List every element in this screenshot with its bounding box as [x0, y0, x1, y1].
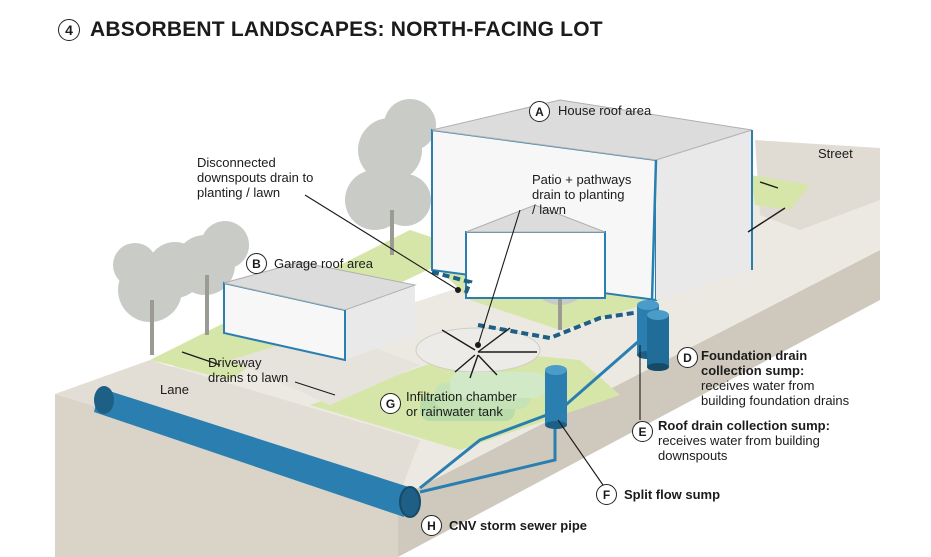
label-roof-drain-sump-line1: Roof drain collection sump:: [658, 418, 830, 433]
label-house-roof: House roof area: [558, 103, 652, 118]
arrow-icon: [181, 181, 786, 379]
label-foundation-sump-line1: Foundation drain: [701, 348, 808, 363]
label-foundation-sump-line2: collection sump:: [701, 363, 805, 378]
label-infiltration: Infiltration chamber or rainwater tank: [406, 389, 517, 419]
label-split-flow: Split flow sump: [624, 487, 721, 502]
patio-drain-dashes: [477, 310, 641, 341]
ground-right-face: [398, 250, 880, 557]
tree-icon: [345, 99, 436, 255]
badge-e: E: [632, 421, 653, 442]
label-foundation-sump: Foundation drain collection sump: receiv…: [701, 348, 849, 408]
callout-driveway: Driveway drains to lawn: [208, 355, 288, 385]
tree-icon: [175, 221, 249, 335]
storm-sewer-pipe: [94, 386, 421, 518]
badge-g: G: [380, 393, 401, 414]
callout-downspouts: Disconnected downspouts drain to plantin…: [197, 155, 313, 200]
callout-driveway-line2: drains to lawn: [208, 370, 289, 385]
callout-downspouts-line1: Disconnected: [197, 155, 276, 170]
underground-pipe: [419, 338, 641, 490]
sump-cylinder-icon: [647, 310, 669, 371]
callout-downspouts-line3: planting / lawn: [197, 185, 281, 200]
label-roof-drain-sump-line3: downspouts: [658, 448, 728, 463]
callout-driveway-line1: Driveway: [208, 355, 262, 370]
badge-d: D: [677, 347, 698, 368]
ground-front-face: [55, 394, 398, 557]
callout-patio-line1: Patio + pathways: [532, 172, 632, 187]
label-garage-roof: Garage roof area: [274, 256, 374, 271]
garage: [223, 261, 417, 362]
label-roof-drain-sump-line2: receives water from building: [658, 433, 820, 448]
callout-patio-line2: drain to planting: [532, 187, 625, 202]
badge-f: F: [596, 484, 617, 505]
house-addition: [465, 204, 606, 299]
badge-a: A: [529, 101, 550, 122]
label-infiltration-line1: Infiltration chamber: [406, 389, 517, 404]
sump-cylinder-icon: [545, 365, 567, 429]
label-storm-sewer: CNV storm sewer pipe: [449, 518, 587, 533]
leader-dot: [455, 287, 461, 293]
label-roof-drain-sump: Roof drain collection sump: receives wat…: [658, 418, 830, 463]
sump-connection: [419, 420, 557, 494]
infiltration-chamber: [420, 372, 545, 421]
label-infiltration-line2: or rainwater tank: [406, 404, 503, 419]
leader-lines: [294, 194, 641, 486]
title-number-badge: 4: [58, 19, 80, 41]
callout-patio-line3: / lawn: [532, 202, 566, 217]
title-text: ABSORBENT LANDSCAPES: NORTH-FACING LOT: [90, 18, 603, 41]
badge-b: B: [246, 253, 267, 274]
badge-h: H: [421, 515, 442, 536]
callout-patio: Patio + pathways drain to planting / law…: [532, 172, 631, 217]
leader-dot: [475, 342, 481, 348]
label-street: Street: [818, 146, 853, 161]
callout-downspouts-line2: downspouts drain to: [197, 170, 314, 185]
page-title: 4 ABSORBENT LANDSCAPES: NORTH-FACING LOT: [58, 18, 603, 42]
label-foundation-sump-line3: receives water from: [701, 378, 815, 393]
label-lane: Lane: [160, 382, 189, 397]
label-foundation-sump-line4: building foundation drains: [701, 393, 850, 408]
downspout-drain-dashes: [431, 270, 473, 296]
